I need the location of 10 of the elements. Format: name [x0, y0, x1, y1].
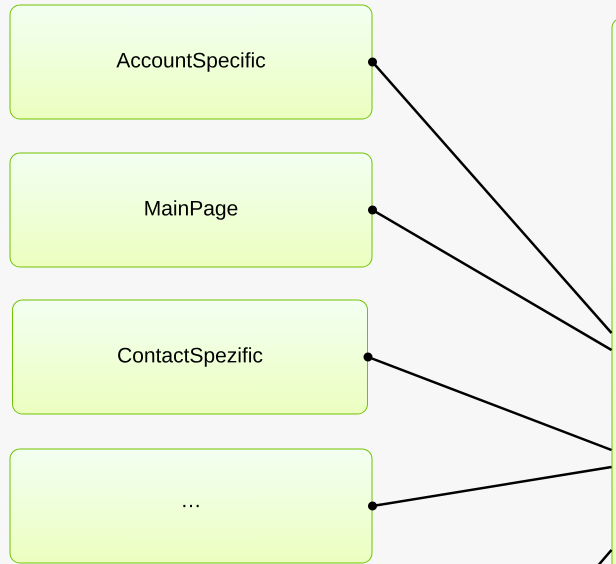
connector-line	[368, 466, 612, 510]
page-box	[612, 18, 616, 564]
module-box: MainPage	[10, 152, 372, 268]
connector-line	[364, 352, 612, 452]
module-box: ContactSpezific	[12, 299, 368, 414]
connector-line	[368, 58, 612, 334]
connector-line	[368, 206, 612, 352]
module-box: AccountSpecific	[10, 4, 372, 120]
module-box: …	[10, 448, 372, 564]
connector-line	[595, 549, 612, 564]
